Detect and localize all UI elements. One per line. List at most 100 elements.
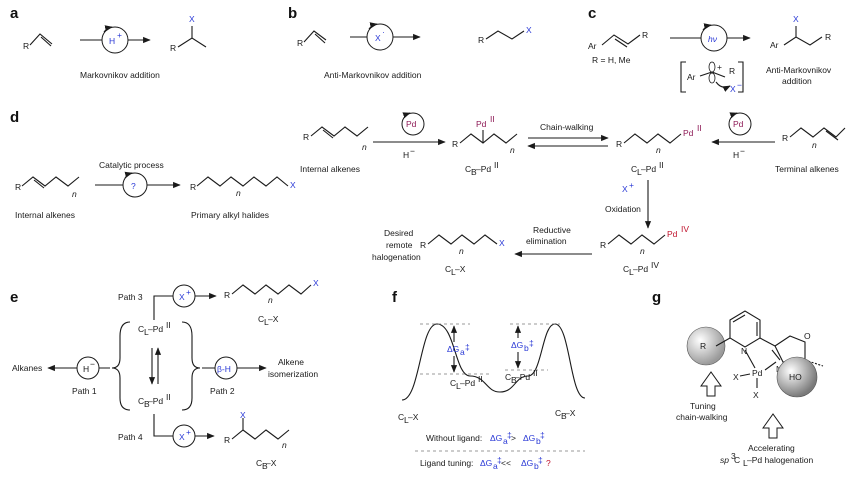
cb-pd-ii-species: R Pd II n C B –Pd II bbox=[452, 114, 518, 177]
svg-text:R: R bbox=[452, 139, 458, 149]
svg-text:Pd: Pd bbox=[752, 368, 763, 378]
svg-text:B: B bbox=[561, 411, 567, 421]
alkene-label: Alkene bbox=[278, 357, 304, 367]
svg-text:H: H bbox=[733, 150, 739, 160]
ligand-tuning-caption: Ligand tuning: ΔG a ‡ << ΔG b ‡ ? bbox=[420, 455, 551, 471]
svg-text:C: C bbox=[398, 412, 404, 422]
svg-text:Pd: Pd bbox=[667, 229, 678, 239]
svg-text:L: L bbox=[404, 415, 409, 425]
reagent-circle bbox=[101, 26, 129, 54]
cl-pd-iv-species: R Pd IV n C L –Pd IV bbox=[600, 224, 689, 277]
x-plus-circle-top bbox=[172, 284, 196, 308]
svg-text:R: R bbox=[616, 139, 622, 149]
svg-text:a: a bbox=[503, 436, 508, 446]
light-circle bbox=[700, 24, 728, 52]
svg-text:C: C bbox=[631, 164, 637, 174]
svg-text:L: L bbox=[743, 458, 748, 468]
svg-text:<<: << bbox=[501, 458, 511, 468]
svg-text:n: n bbox=[510, 145, 515, 155]
svg-text:R: R bbox=[224, 435, 230, 445]
reagent-plus: + bbox=[117, 30, 122, 40]
reductive-label: Reductive bbox=[533, 225, 571, 235]
panel-e: e Path 3 X + R X n C L –X C L –Pd II C B… bbox=[10, 278, 319, 471]
svg-text:ΔG: ΔG bbox=[523, 433, 535, 443]
svg-text:B: B bbox=[511, 375, 517, 385]
svg-text:L: L bbox=[629, 267, 634, 277]
product-x: X bbox=[526, 25, 532, 35]
svg-text:X: X bbox=[240, 410, 246, 420]
internal-alkene: R n Internal alkenes bbox=[300, 126, 369, 174]
svg-text:II: II bbox=[490, 114, 495, 124]
svg-text:R: R bbox=[782, 133, 788, 143]
elimination-label: elimination bbox=[526, 236, 567, 246]
catalytic-process-scheme: R n Internal alkenes Catalytic process ?… bbox=[15, 160, 296, 220]
svg-text:n: n bbox=[72, 189, 77, 199]
radical-cation-bracket: Ar R + X − bbox=[680, 61, 744, 94]
catalytic-process-label: Catalytic process bbox=[99, 160, 164, 170]
path4-label: Path 4 bbox=[118, 432, 143, 442]
svg-text:Without ligand:: Without ligand: bbox=[426, 433, 482, 443]
svg-text:+: + bbox=[186, 287, 191, 297]
x-plus-reagent: X bbox=[622, 184, 628, 194]
substituent-r: R bbox=[642, 30, 648, 40]
panel-a: a R H + R X Markovnikov addition bbox=[10, 5, 207, 80]
svg-text:R: R bbox=[15, 182, 21, 192]
path4-product: R X n C B –X bbox=[224, 410, 290, 471]
without-ligand-caption: Without ligand: ΔG a ‡ > ΔG b ‡ bbox=[426, 430, 545, 446]
svg-text:Pd: Pd bbox=[733, 119, 744, 129]
halogenation-label: halogenation bbox=[372, 252, 421, 262]
svg-text:C: C bbox=[623, 264, 629, 274]
terminal-alkene: R n Terminal alkenes bbox=[775, 127, 846, 174]
svg-text:n: n bbox=[282, 440, 287, 450]
svg-text:C: C bbox=[138, 396, 144, 406]
svg-text:n: n bbox=[459, 246, 464, 256]
substituent-r: R bbox=[23, 41, 29, 51]
svg-text:C: C bbox=[555, 408, 561, 418]
oxazoline-ring bbox=[774, 335, 806, 363]
svg-text:HO: HO bbox=[789, 372, 802, 382]
svg-text:−: − bbox=[410, 146, 415, 156]
right-brace bbox=[181, 321, 201, 411]
svg-text:L: L bbox=[144, 327, 149, 337]
svg-text:a: a bbox=[460, 347, 465, 357]
svg-text:X: X bbox=[499, 238, 505, 248]
svg-text:B: B bbox=[471, 167, 477, 177]
svg-text:Pd: Pd bbox=[683, 128, 694, 138]
tuning-arrow bbox=[700, 371, 722, 397]
panel-label-e: e bbox=[10, 289, 18, 306]
svg-text:Pd: Pd bbox=[476, 119, 487, 129]
svg-text:R: R bbox=[729, 66, 735, 76]
svg-text:−: − bbox=[90, 359, 95, 369]
aryl-ar: Ar bbox=[588, 41, 597, 51]
primary-alkyl-halides-label: Primary alkyl halides bbox=[191, 210, 269, 220]
svg-text:C: C bbox=[138, 324, 144, 334]
product-chain bbox=[485, 30, 525, 40]
alkene-bond bbox=[601, 34, 641, 46]
reagent-h: H bbox=[109, 36, 115, 46]
svg-text:X: X bbox=[753, 390, 759, 400]
svg-text:H: H bbox=[83, 364, 89, 374]
panel-b: b R X · R X Anti-Markovnikov addition bbox=[288, 5, 532, 80]
svg-text:−: − bbox=[740, 146, 745, 156]
product-ar: Ar bbox=[770, 40, 779, 50]
internal-alkenes-label: Internal alkenes bbox=[15, 210, 75, 220]
steric-sphere-small bbox=[686, 326, 726, 366]
svg-text:+: + bbox=[629, 180, 634, 190]
steric-sphere-large bbox=[776, 356, 818, 398]
svg-text:C: C bbox=[505, 372, 511, 382]
chain-walking-label: Chain-walking bbox=[540, 122, 594, 132]
svg-text:+: + bbox=[186, 427, 191, 437]
path3-product: R X n C L –X bbox=[224, 278, 319, 327]
panel-label-b: b bbox=[288, 5, 297, 22]
substituent-r: R bbox=[297, 38, 303, 48]
svg-text:L: L bbox=[456, 381, 461, 391]
svg-text:IV: IV bbox=[651, 260, 659, 270]
svg-text:R: R bbox=[420, 240, 426, 250]
svg-text:C: C bbox=[256, 458, 262, 468]
panel-d: d R n Internal alkenes Catalytic process… bbox=[10, 109, 846, 277]
svg-text:–Pd: –Pd bbox=[633, 264, 648, 274]
r-definition: R = H, Me bbox=[592, 55, 631, 65]
svg-text:–Pd: –Pd bbox=[460, 378, 475, 388]
svg-text:‡: ‡ bbox=[529, 338, 534, 348]
svg-text:R: R bbox=[600, 240, 606, 250]
